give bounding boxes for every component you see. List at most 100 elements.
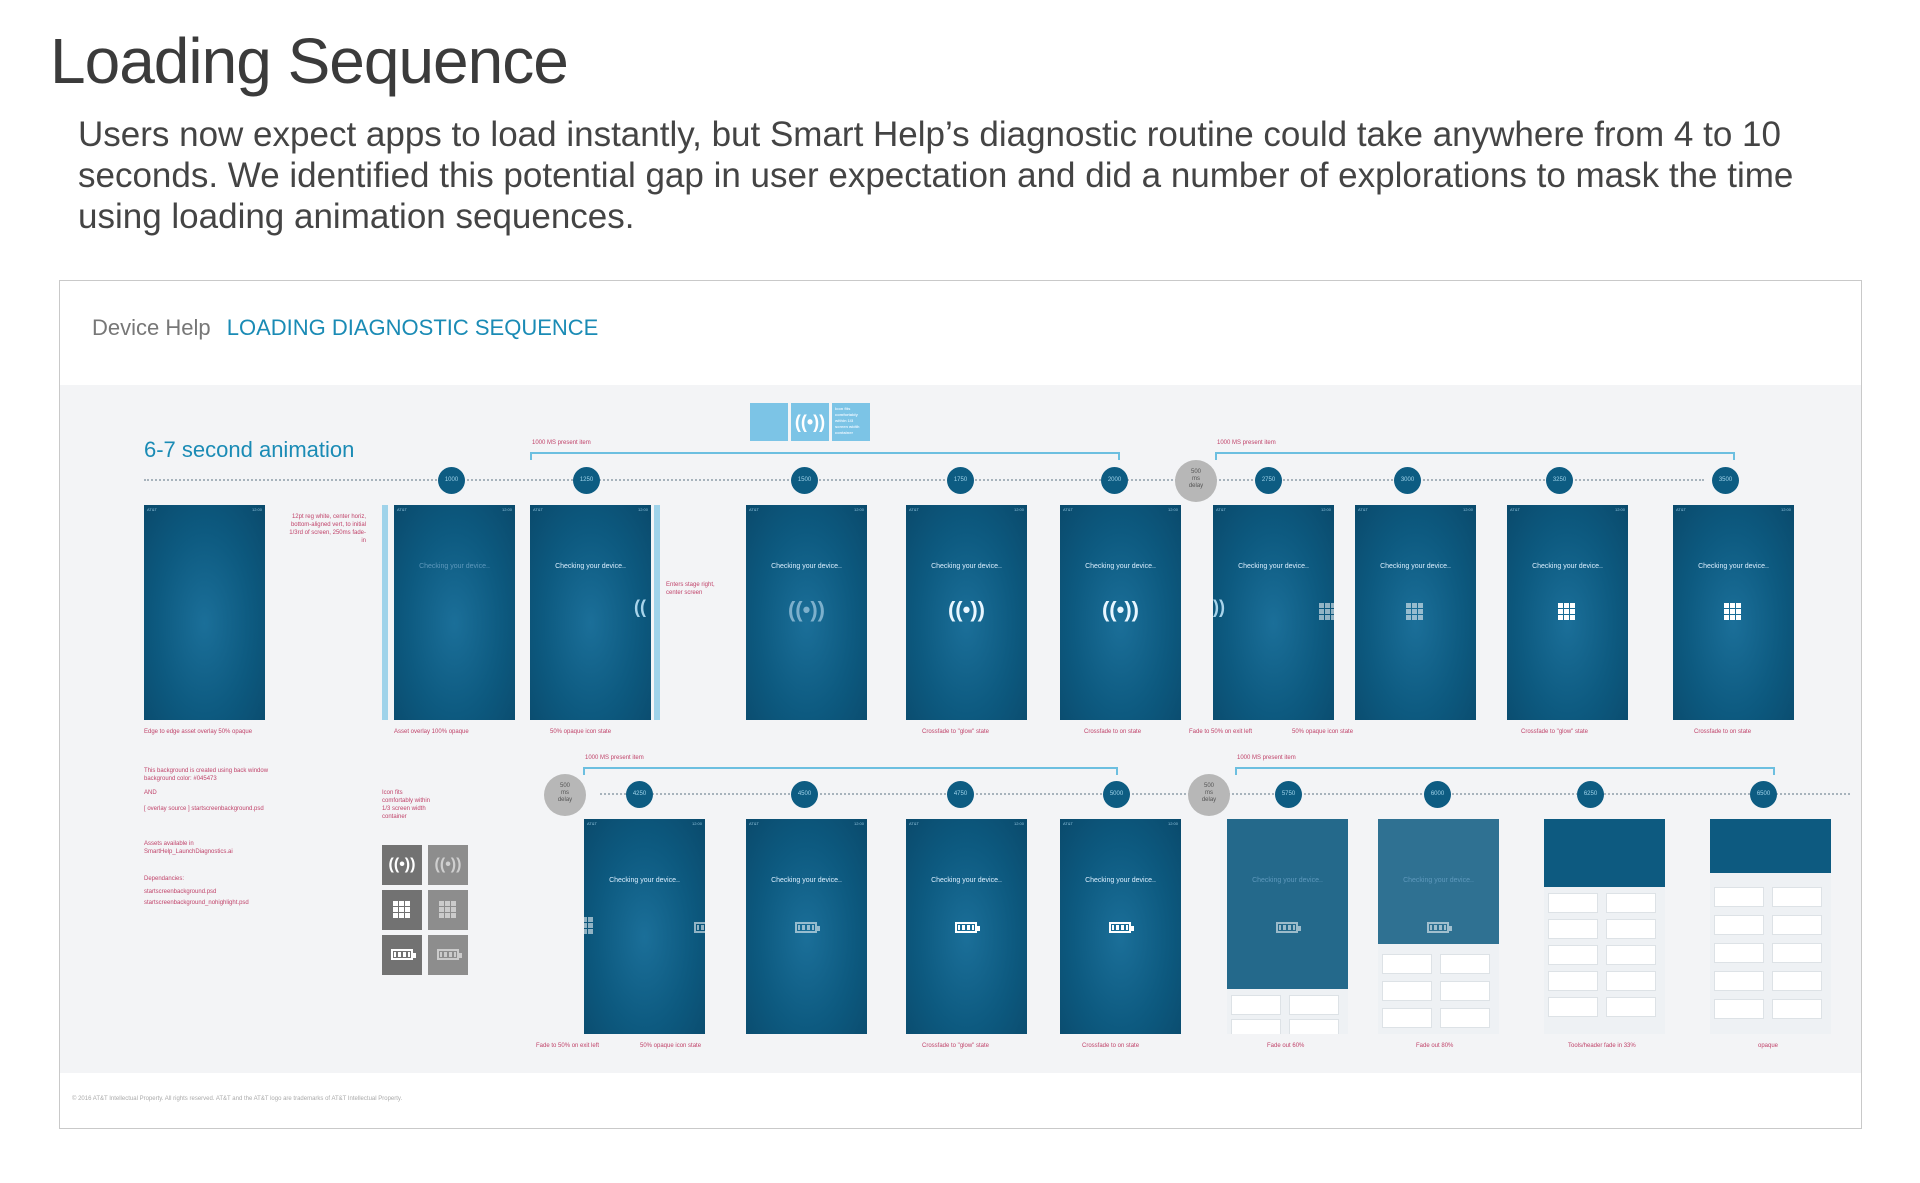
dependency-item: startscreenbackground_nohighlight.psd <box>144 900 249 906</box>
time-marker: 1250 <box>573 467 600 494</box>
caption: Crossfade to "glow" state <box>922 729 989 735</box>
app-screen-fade-60: Checking your device.. <box>1227 819 1348 1034</box>
grid-icon <box>382 890 422 930</box>
caption: Fade out 60% <box>1267 1043 1305 1049</box>
background-note: This background is created using back wi… <box>144 768 269 782</box>
caption: Crossfade to "glow" state <box>1521 729 1588 735</box>
grid-icon <box>1724 603 1742 621</box>
battery-icon <box>1276 922 1301 933</box>
caption: Edge to edge asset overlay 50% opaque <box>144 729 253 735</box>
signal-icon: ((•)) <box>428 845 468 885</box>
present-bracket-3 <box>583 767 1118 775</box>
time-marker: 5000 <box>1103 781 1130 808</box>
signal-icon: ((•)) <box>382 845 422 885</box>
battery-icon <box>428 935 468 975</box>
time-marker: 3250 <box>1546 467 1573 494</box>
signal-icon: ((•)) <box>1101 597 1139 622</box>
bracket-label-4: 1000 MS present item <box>1237 755 1296 761</box>
animation-title: 6-7 second animation <box>144 437 355 462</box>
time-marker: 6500 <box>1750 781 1777 808</box>
time-marker: 3000 <box>1394 467 1421 494</box>
caption: 50% opaque icon state <box>550 729 612 735</box>
and-note: AND <box>144 790 157 796</box>
present-bracket-2 <box>1215 452 1735 460</box>
caption: Tools/header fade in 33% <box>1568 1043 1636 1049</box>
time-marker: 3500 <box>1712 467 1739 494</box>
present-bracket-4 <box>1235 767 1775 775</box>
time-marker: 6000 <box>1424 781 1451 808</box>
grid-icon <box>1406 603 1424 621</box>
signal-icon: ((•)) <box>787 597 825 622</box>
bracket-label-1: 1000 MS present item <box>532 440 591 446</box>
time-marker: 6250 <box>1577 781 1604 808</box>
time-marker: 2750 <box>1255 467 1282 494</box>
text-spec-note: 12pt reg white, center horiz, bottom-ali… <box>289 514 366 544</box>
bracket-label-2: 1000 MS present item <box>1217 440 1276 446</box>
time-marker: 1000 <box>438 467 465 494</box>
icon-fit-note: Icon fits comfortably within 1/3 screen … <box>382 790 431 820</box>
caption: Crossfade to on state <box>1084 729 1142 735</box>
grid-icon <box>1558 603 1576 621</box>
time-marker: 4500 <box>791 781 818 808</box>
board-header: Device Help LOADING DIAGNOSTIC SEQUENCE <box>92 315 598 341</box>
overlay-edge <box>654 505 660 720</box>
signal-icon: ((•)) <box>947 597 985 622</box>
caption: Crossfade to on state <box>1694 729 1752 735</box>
battery-icon <box>955 922 980 933</box>
reference-tile-note: Icon fits comfortably within 1/3 screen … <box>832 403 870 441</box>
overlay-edge <box>382 505 388 720</box>
caption: 50% opaque icon state <box>640 1043 702 1049</box>
battery-icon <box>1109 922 1134 933</box>
dependency-item: startscreenbackground.psd <box>144 889 217 895</box>
section-title: LOADING DIAGNOSTIC SEQUENCE <box>226 315 599 340</box>
battery-icon <box>1427 922 1452 933</box>
time-marker: 1500 <box>791 467 818 494</box>
battery-icon <box>382 935 422 975</box>
design-board: Device Help LOADING DIAGNOSTIC SEQUENCE … <box>59 280 1862 1129</box>
battery-icon <box>795 922 820 933</box>
signal-icon: (( <box>634 597 646 617</box>
grid-icon <box>584 917 594 935</box>
caption: opaque <box>1758 1043 1779 1049</box>
enters-note: Enters stage right, center screen <box>666 582 715 596</box>
assets-note: Assets available in SmartHelp_LaunchDiag… <box>144 841 233 855</box>
app-screen-header-fade <box>1544 819 1665 1034</box>
caption: Fade to 50% on exit left <box>1189 729 1253 735</box>
dependencies-title: Dependancies: <box>144 876 185 882</box>
time-marker: 4750 <box>947 781 974 808</box>
caption: Fade out 80% <box>1416 1043 1454 1049</box>
page-title: Loading Sequence <box>50 25 569 97</box>
grid-icon <box>1319 603 1334 621</box>
time-marker: 1750 <box>947 467 974 494</box>
bracket-label-3: 1000 MS present item <box>585 755 644 761</box>
grid-icon <box>428 890 468 930</box>
time-marker: 5750 <box>1275 781 1302 808</box>
board-footer: © 2016 AT&T Intellectual Property. All r… <box>72 1096 403 1102</box>
sequence-canvas: 6-7 second animation ((•)) Icon fits com… <box>60 385 1861 1073</box>
time-marker: 2000 <box>1101 467 1128 494</box>
product-name: Device Help <box>92 315 211 340</box>
battery-icon <box>694 922 705 933</box>
app-screen-fade-80: Checking your device.. <box>1378 819 1499 1034</box>
caption: Crossfade to on state <box>1082 1043 1140 1049</box>
signal-icon: ((•)) <box>791 403 829 441</box>
caption: Fade to 50% on exit left <box>536 1043 600 1049</box>
timeline-track-1 <box>144 479 1704 481</box>
time-marker: 4250 <box>626 781 653 808</box>
